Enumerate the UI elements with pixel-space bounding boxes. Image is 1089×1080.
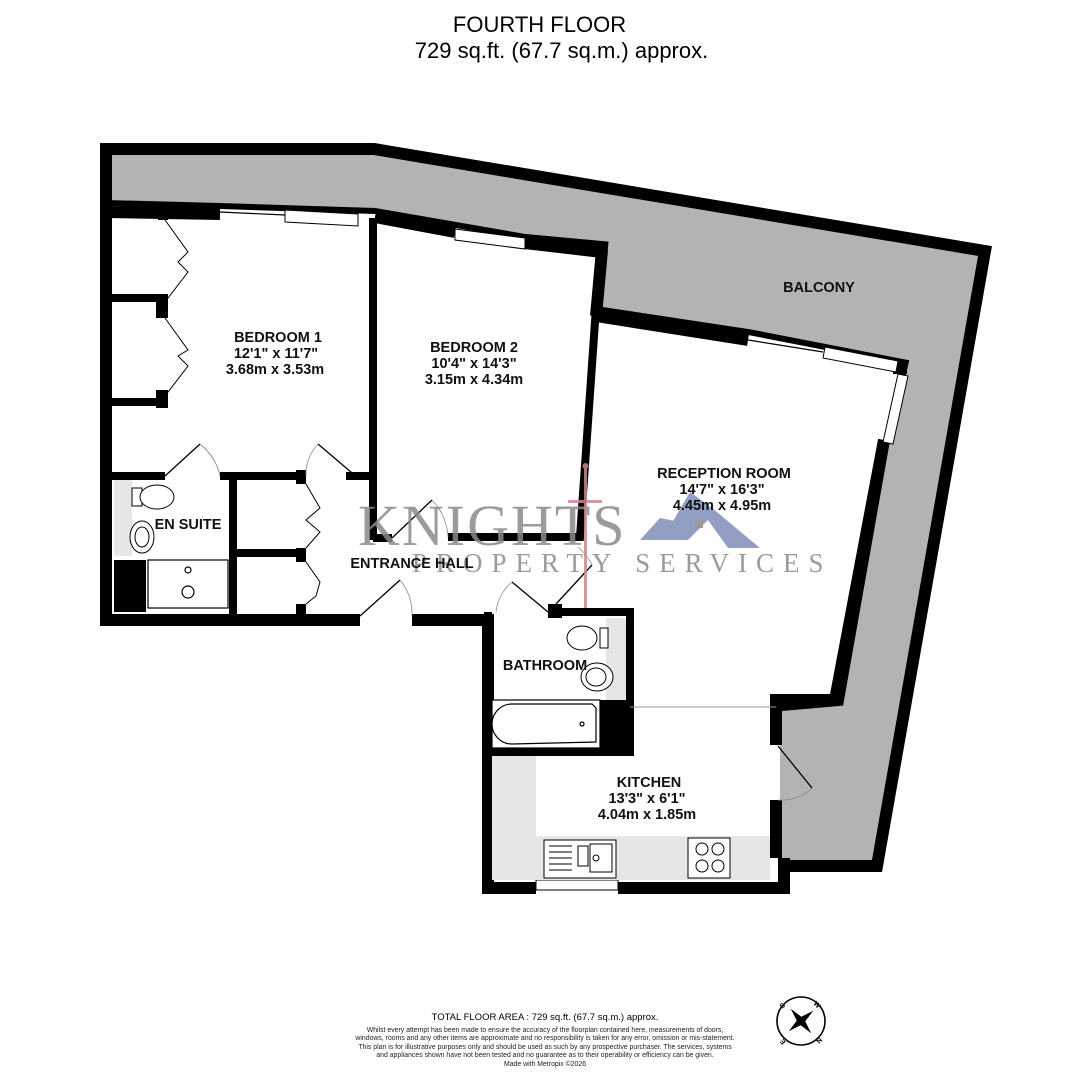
fixtures: [114, 480, 776, 880]
label-bedroom1: BEDROOM 1: [234, 330, 322, 346]
brand-watermark: KNIGHTS PROPERTY SERVICES: [358, 463, 833, 608]
doors: [164, 219, 813, 801]
door-balcony: [777, 745, 813, 801]
window-bedroom2: [454, 228, 526, 250]
window-bedroom1: [284, 209, 359, 227]
basin-bathroom-icon: [580, 662, 614, 692]
toilet-bathroom-icon: [566, 625, 609, 651]
plan-footer: TOTAL FLOOR AREA : 729 sq.ft. (67.7 sq.m…: [352, 1012, 738, 1069]
label-reception: RECEPTION ROOM: [657, 466, 791, 482]
door-bedroom2: [391, 499, 449, 539]
compass-label-e: E: [779, 1037, 788, 1045]
wall-stubs: [114, 206, 630, 750]
compass-label-w: W: [812, 1000, 822, 1010]
shower-tray-icon: [147, 559, 229, 609]
label-bedroom2: BEDROOM 2: [430, 340, 518, 356]
wardrobe-doors-hall: [305, 483, 321, 605]
compass-label-s: S: [779, 1002, 787, 1011]
kitchen-sink-icon: [543, 839, 617, 879]
dim-bedroom2-imperial: 10'4" x 14'3": [431, 356, 516, 372]
label-ensuite: EN SUITE: [155, 517, 222, 533]
hob-icon: [687, 837, 731, 879]
dim-bedroom1-imperial: 12'1" x 11'7": [234, 346, 318, 362]
label-entrance-hall: ENTRANCE HALL: [350, 556, 473, 572]
label-balcony: BALCONY: [783, 280, 855, 296]
room-labels: BALCONY BEDROOM 1 12'1" x 11'7" 3.68m x …: [155, 280, 856, 823]
interior-walls: [110, 218, 634, 756]
window-kitchen: [535, 879, 619, 891]
plan-header: FOURTH FLOOR 729 sq.ft. (67.7 sq.m.) app…: [0, 12, 1089, 64]
sword-icon: [568, 463, 602, 608]
door-ensuite: [164, 443, 221, 477]
floor-name: FOURTH FLOOR: [452, 12, 627, 37]
bathtub-icon: [491, 699, 601, 749]
total-floor-area: TOTAL FLOOR AREA : 729 sq.ft. (67.7 sq.m…: [431, 1012, 659, 1023]
watermark-brand-line1: KNIGHTS: [358, 493, 627, 558]
basin-ensuite-icon: [129, 520, 155, 554]
window-reception-top: [822, 346, 899, 373]
door-bathroom: [495, 581, 549, 613]
dim-bedroom1-metric: 3.68m x 3.53m: [226, 362, 324, 378]
door-bedroom1: [305, 443, 359, 479]
dim-kitchen-metric: 4.04m x 1.85m: [598, 807, 696, 823]
house-roof-icon: [640, 492, 760, 548]
compass-label-n: N: [814, 1036, 823, 1044]
label-bathroom: BATHROOM: [503, 658, 587, 674]
watermark-brand-line2: PROPERTY SERVICES: [412, 548, 833, 578]
wardrobe-doors-bedroom1: [164, 219, 189, 397]
door-front: [359, 579, 413, 617]
label-kitchen: KITCHEN: [617, 775, 681, 791]
compass-icon: S W N E: [776, 996, 826, 1046]
dim-kitchen-imperial: 13'3" x 6'1": [608, 791, 685, 807]
windows: [219, 209, 909, 891]
disclaimer-text: Whilst every attempt has been made to en…: [355, 1027, 735, 1060]
dim-reception-metric: 4.45m x 4.95m: [673, 498, 771, 514]
interior-floor: [106, 206, 902, 880]
window-reception-side: [882, 373, 909, 445]
toilet-ensuite-icon: [131, 484, 175, 510]
dim-bedroom2-metric: 3.15m x 4.34m: [425, 372, 523, 388]
dim-reception-imperial: 14'7" x 16'3": [679, 482, 764, 498]
floor-area: 729 sq.ft. (67.7 sq.m.) approx.: [414, 38, 709, 63]
made-with-credit: Made with Metropix ©2026: [503, 1060, 587, 1068]
